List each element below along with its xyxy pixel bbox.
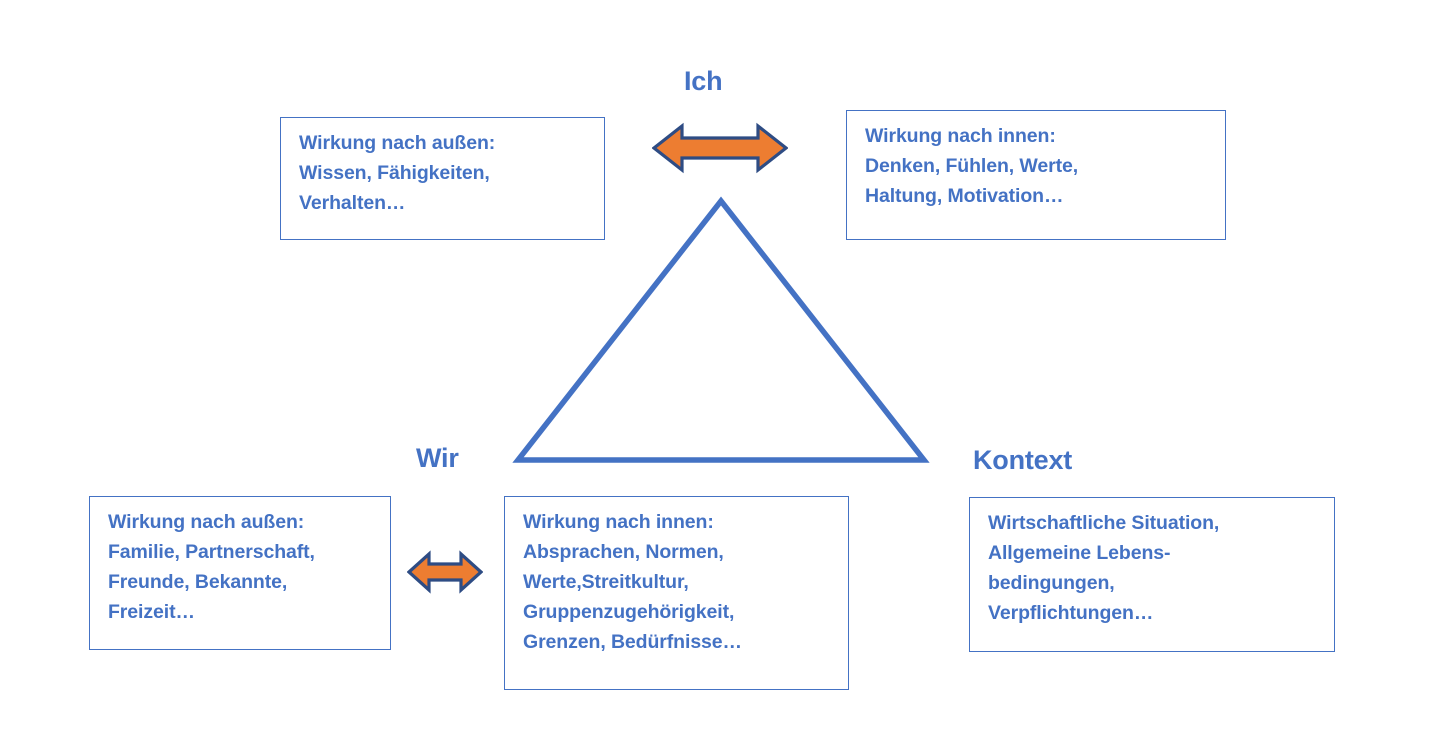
box-line: Wissen, Fähigkeiten, bbox=[299, 162, 490, 184]
box-line: Verhalten… bbox=[299, 192, 406, 214]
box-line: Haltung, Motivation… bbox=[865, 185, 1064, 207]
box-wir-innen: Wirkung nach innen: Absprachen, Normen, … bbox=[504, 496, 849, 690]
box-line: Grenzen, Bedürfnisse… bbox=[523, 631, 742, 653]
node-label-ich: Ich bbox=[684, 66, 723, 96]
node-label-kontext: Kontext bbox=[973, 445, 1073, 475]
box-line: Wirkung nach innen: bbox=[865, 125, 1056, 147]
box-wir-aussen: Wirkung nach außen: Familie, Partnerscha… bbox=[89, 496, 391, 650]
box-line: Verpflichtungen… bbox=[988, 602, 1154, 624]
box-ich-aussen: Wirkung nach außen: Wissen, Fähigkeiten,… bbox=[280, 117, 605, 240]
box-line: Allgemeine Lebens- bbox=[988, 542, 1171, 564]
box-ich-innen: Wirkung nach innen: Denken, Fühlen, Wert… bbox=[846, 110, 1226, 240]
box-line: Freunde, Bekannte, bbox=[108, 571, 288, 593]
box-line: bedingungen, bbox=[988, 572, 1115, 594]
box-line: Absprachen, Normen, bbox=[523, 541, 724, 563]
box-line: Gruppenzugehörigkeit, bbox=[523, 601, 735, 623]
double-arrow-wir-icon bbox=[407, 549, 483, 595]
box-kontext: Wirtschaftliche Situation, Allgemeine Le… bbox=[969, 497, 1335, 652]
box-line: Wirtschaftliche Situation, bbox=[988, 512, 1220, 534]
node-label-wir: Wir bbox=[416, 443, 459, 473]
box-line: Wirkung nach innen: bbox=[523, 511, 714, 533]
box-line: Freizeit… bbox=[108, 601, 195, 623]
box-line: Wirkung nach außen: bbox=[108, 511, 305, 533]
box-line: Denken, Fühlen, Werte, bbox=[865, 155, 1079, 177]
double-arrow-ich-icon bbox=[652, 122, 788, 174]
box-line: Wirkung nach außen: bbox=[299, 132, 496, 154]
box-line: Werte,Streitkultur, bbox=[523, 571, 689, 593]
box-line: Familie, Partnerschaft, bbox=[108, 541, 315, 563]
